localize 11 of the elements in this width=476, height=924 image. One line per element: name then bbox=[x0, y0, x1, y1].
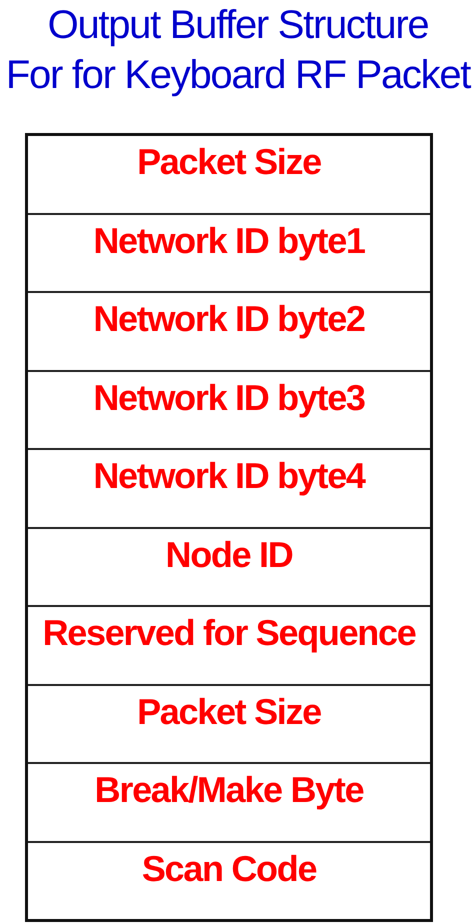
diagram-title: Output Buffer Structure For for Keyboard RF Packet bbox=[4, 2, 472, 99]
field-name: Scan Code bbox=[142, 848, 316, 888]
field-name: Network ID byte1 bbox=[93, 220, 365, 260]
field-name: Packet Size bbox=[137, 690, 321, 732]
field-name: Packet Size bbox=[137, 141, 321, 182]
field-name: Node ID bbox=[166, 534, 292, 574]
field-name: Break/Make Byte bbox=[94, 769, 364, 810]
field-name: Network ID byte3 bbox=[93, 376, 365, 418]
field-name: Network ID byte2 bbox=[93, 298, 365, 339]
field-name: Network ID byte4 bbox=[93, 455, 365, 496]
field-name: Reserved for Sequence bbox=[42, 612, 416, 653]
